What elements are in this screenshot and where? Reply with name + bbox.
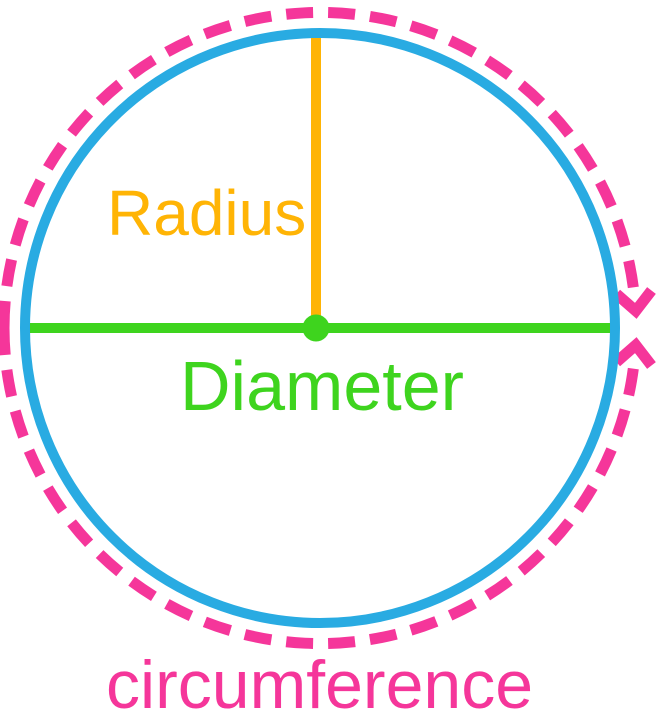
circumference-dashed-arc-bottom <box>0 327 656 649</box>
radius-label: Radius <box>107 177 306 249</box>
center-point <box>302 314 330 342</box>
circumference-dashed-arc-top <box>0 7 656 329</box>
diameter-label: Diameter <box>180 347 464 425</box>
circumference-label: circumference <box>106 647 533 716</box>
circle-outline <box>20 28 620 628</box>
